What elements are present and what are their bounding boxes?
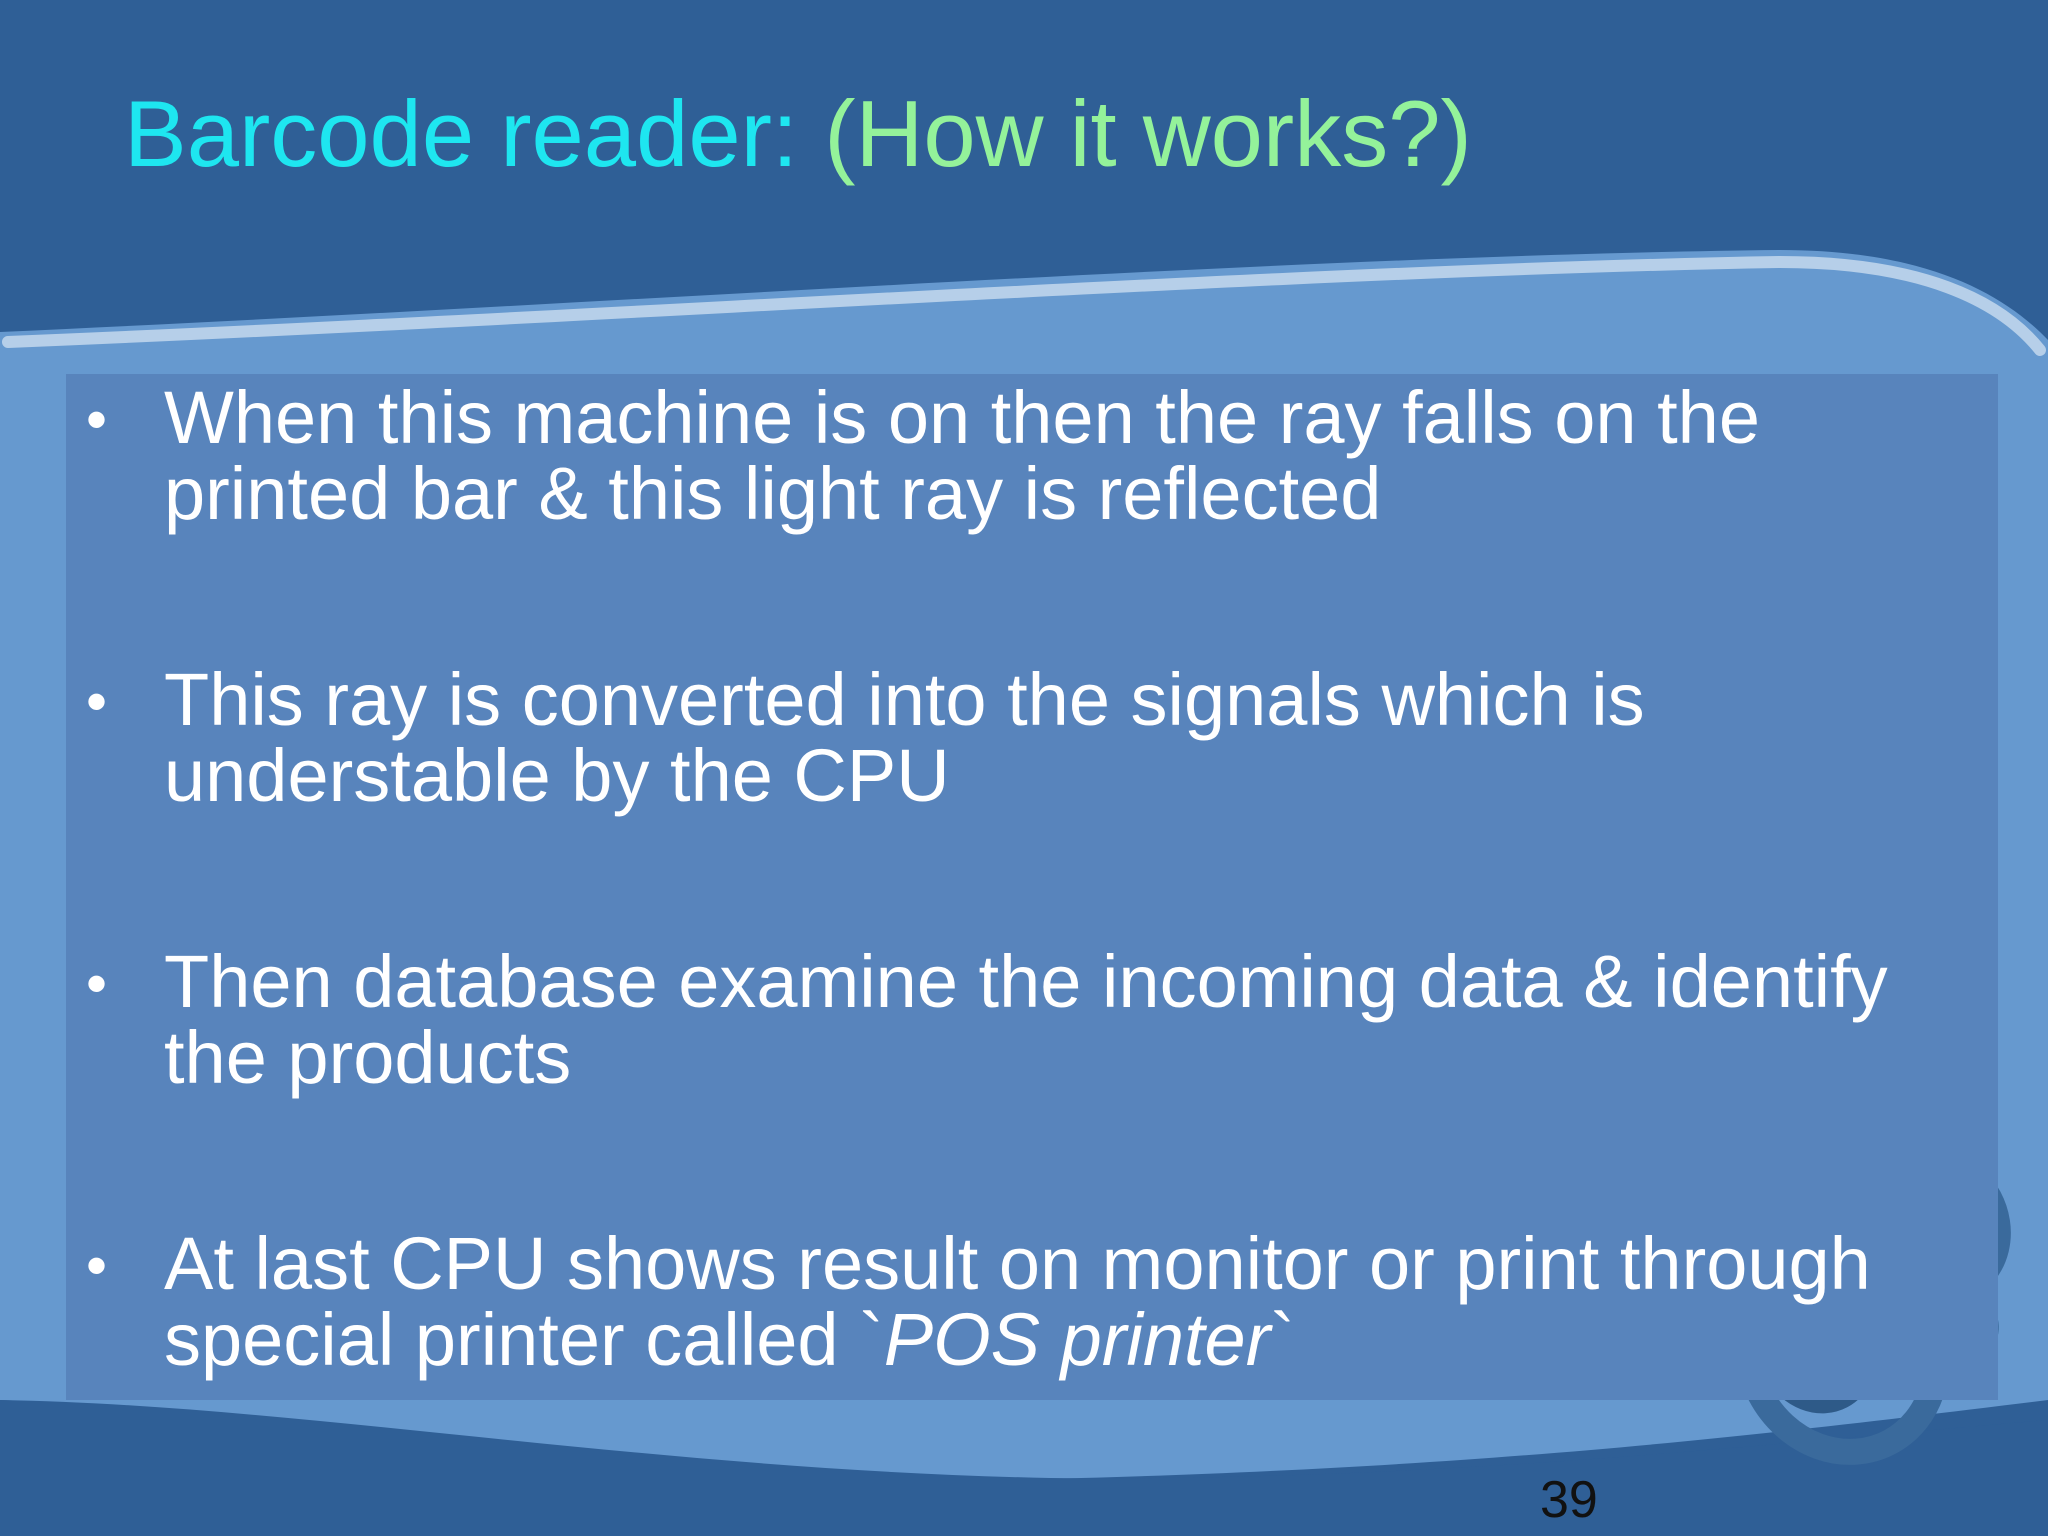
slide-title: Barcode reader: (How it works?) [124,82,1472,185]
bullet-text-part: ` [1270,1298,1296,1381]
bullet-text: At last CPU shows result on monitor or p… [164,1226,1964,1378]
bullet-icon: • [86,950,108,1017]
page-number: 39 [1540,1471,1598,1529]
pos-printer-term: POS printer [883,1298,1271,1381]
title-subtitle: (How it works?) [824,81,1472,186]
content-box: • When this machine is on then the ray f… [66,374,1998,1400]
wave-highlight [2,255,2046,356]
bottom-swoosh [0,1400,2048,1536]
bullet-text: Then database examine the incoming data … [164,940,1888,1099]
bullet-text: This ray is converted into the signals w… [164,658,1645,817]
bullet-icon: • [86,1232,108,1299]
bullet-text: When this machine is on then the ray fal… [164,376,1760,535]
bullet-text-part: At last CPU shows result on monitor or p… [164,1222,1871,1381]
title-main: Barcode reader: [124,81,825,186]
bullet-icon: • [86,386,108,453]
bullet-icon: • [86,668,108,735]
